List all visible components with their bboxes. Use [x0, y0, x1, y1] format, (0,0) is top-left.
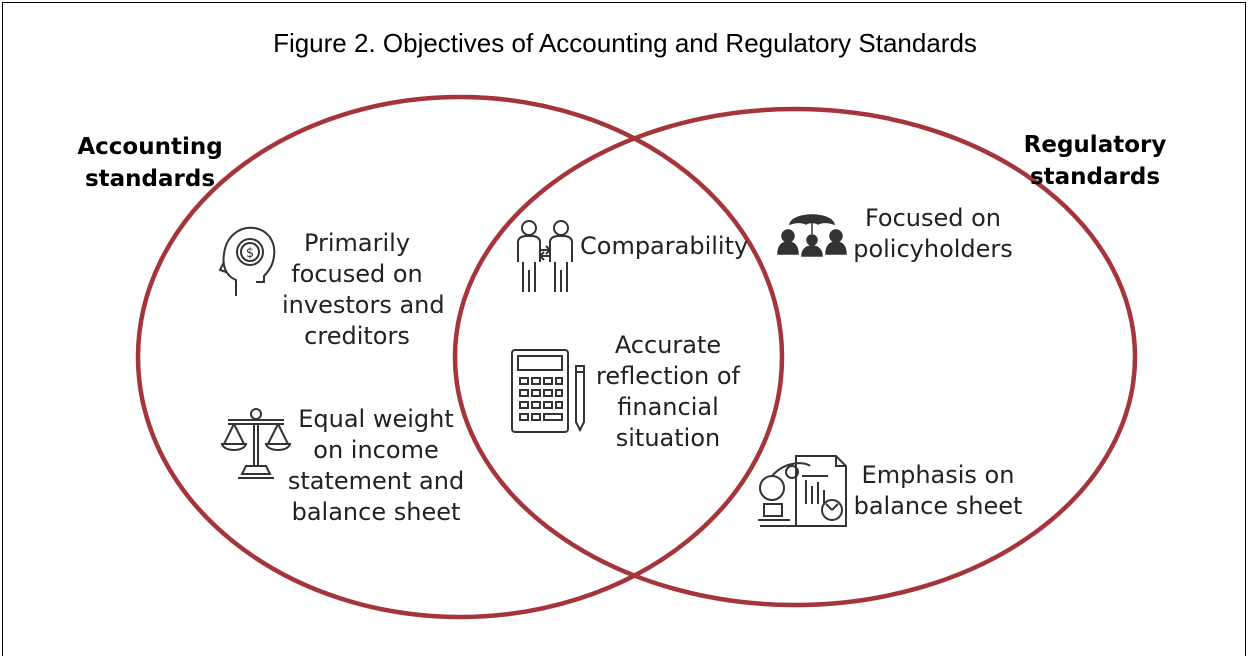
balance-sheet-analysis-icon: [758, 455, 847, 527]
two-people-icon: [517, 220, 573, 292]
regulatory-label-line1: Regulatory: [1023, 132, 1167, 158]
text-line: balance sheet: [291, 498, 461, 526]
text-line: balance sheet: [853, 492, 1023, 520]
right-item-1-text: Focused on policyholders: [848, 203, 1018, 265]
calculator-pencil-icon: [511, 349, 585, 433]
text-line: Equal weight: [298, 405, 454, 433]
text-line: situation: [615, 424, 721, 452]
left-item-1-text: Primarily focused on investors and credi…: [282, 228, 445, 352]
left-item-2-text: Equal weight on income statement and bal…: [286, 404, 466, 528]
regulatory-label-line2: standards: [1029, 164, 1161, 190]
svg-text:$: $: [246, 246, 254, 261]
text-line: Accurate: [614, 331, 722, 359]
scales-icon: [220, 408, 292, 479]
right-item-2-text: Emphasis on balance sheet: [848, 460, 1028, 522]
figure-title: Figure 2. Objectives of Accounting and R…: [273, 28, 977, 58]
overlap-item-2-text: Accurate reflection of financial situati…: [588, 330, 748, 454]
accounting-circle: [135, 94, 785, 620]
people-umbrella-icon: [777, 214, 847, 257]
text-line: investors and: [282, 291, 445, 319]
regulatory-standards-label: Regulatory standards: [1010, 129, 1180, 193]
head-dollar-icon: $: [218, 226, 276, 296]
text-line: reflection of: [596, 362, 740, 390]
text-line: Primarily: [303, 229, 411, 257]
text-line: financial: [617, 393, 719, 421]
text-line: on income: [313, 436, 439, 464]
accounting-label-line1: Accounting: [77, 134, 223, 160]
overlap-item-1-text: Comparability: [580, 231, 750, 262]
text-line: policyholders: [853, 235, 1013, 263]
text-line: Focused on: [864, 204, 1002, 232]
text-line: focused on: [291, 260, 423, 288]
text-line: Emphasis on: [861, 461, 1015, 489]
text-line: creditors: [304, 322, 410, 350]
text-line: Comparability: [580, 232, 749, 260]
text-line: statement and: [287, 467, 465, 495]
accounting-standards-label: Accounting standards: [60, 131, 240, 195]
regulatory-circle: [452, 106, 1138, 608]
accounting-label-line2: standards: [84, 166, 216, 192]
